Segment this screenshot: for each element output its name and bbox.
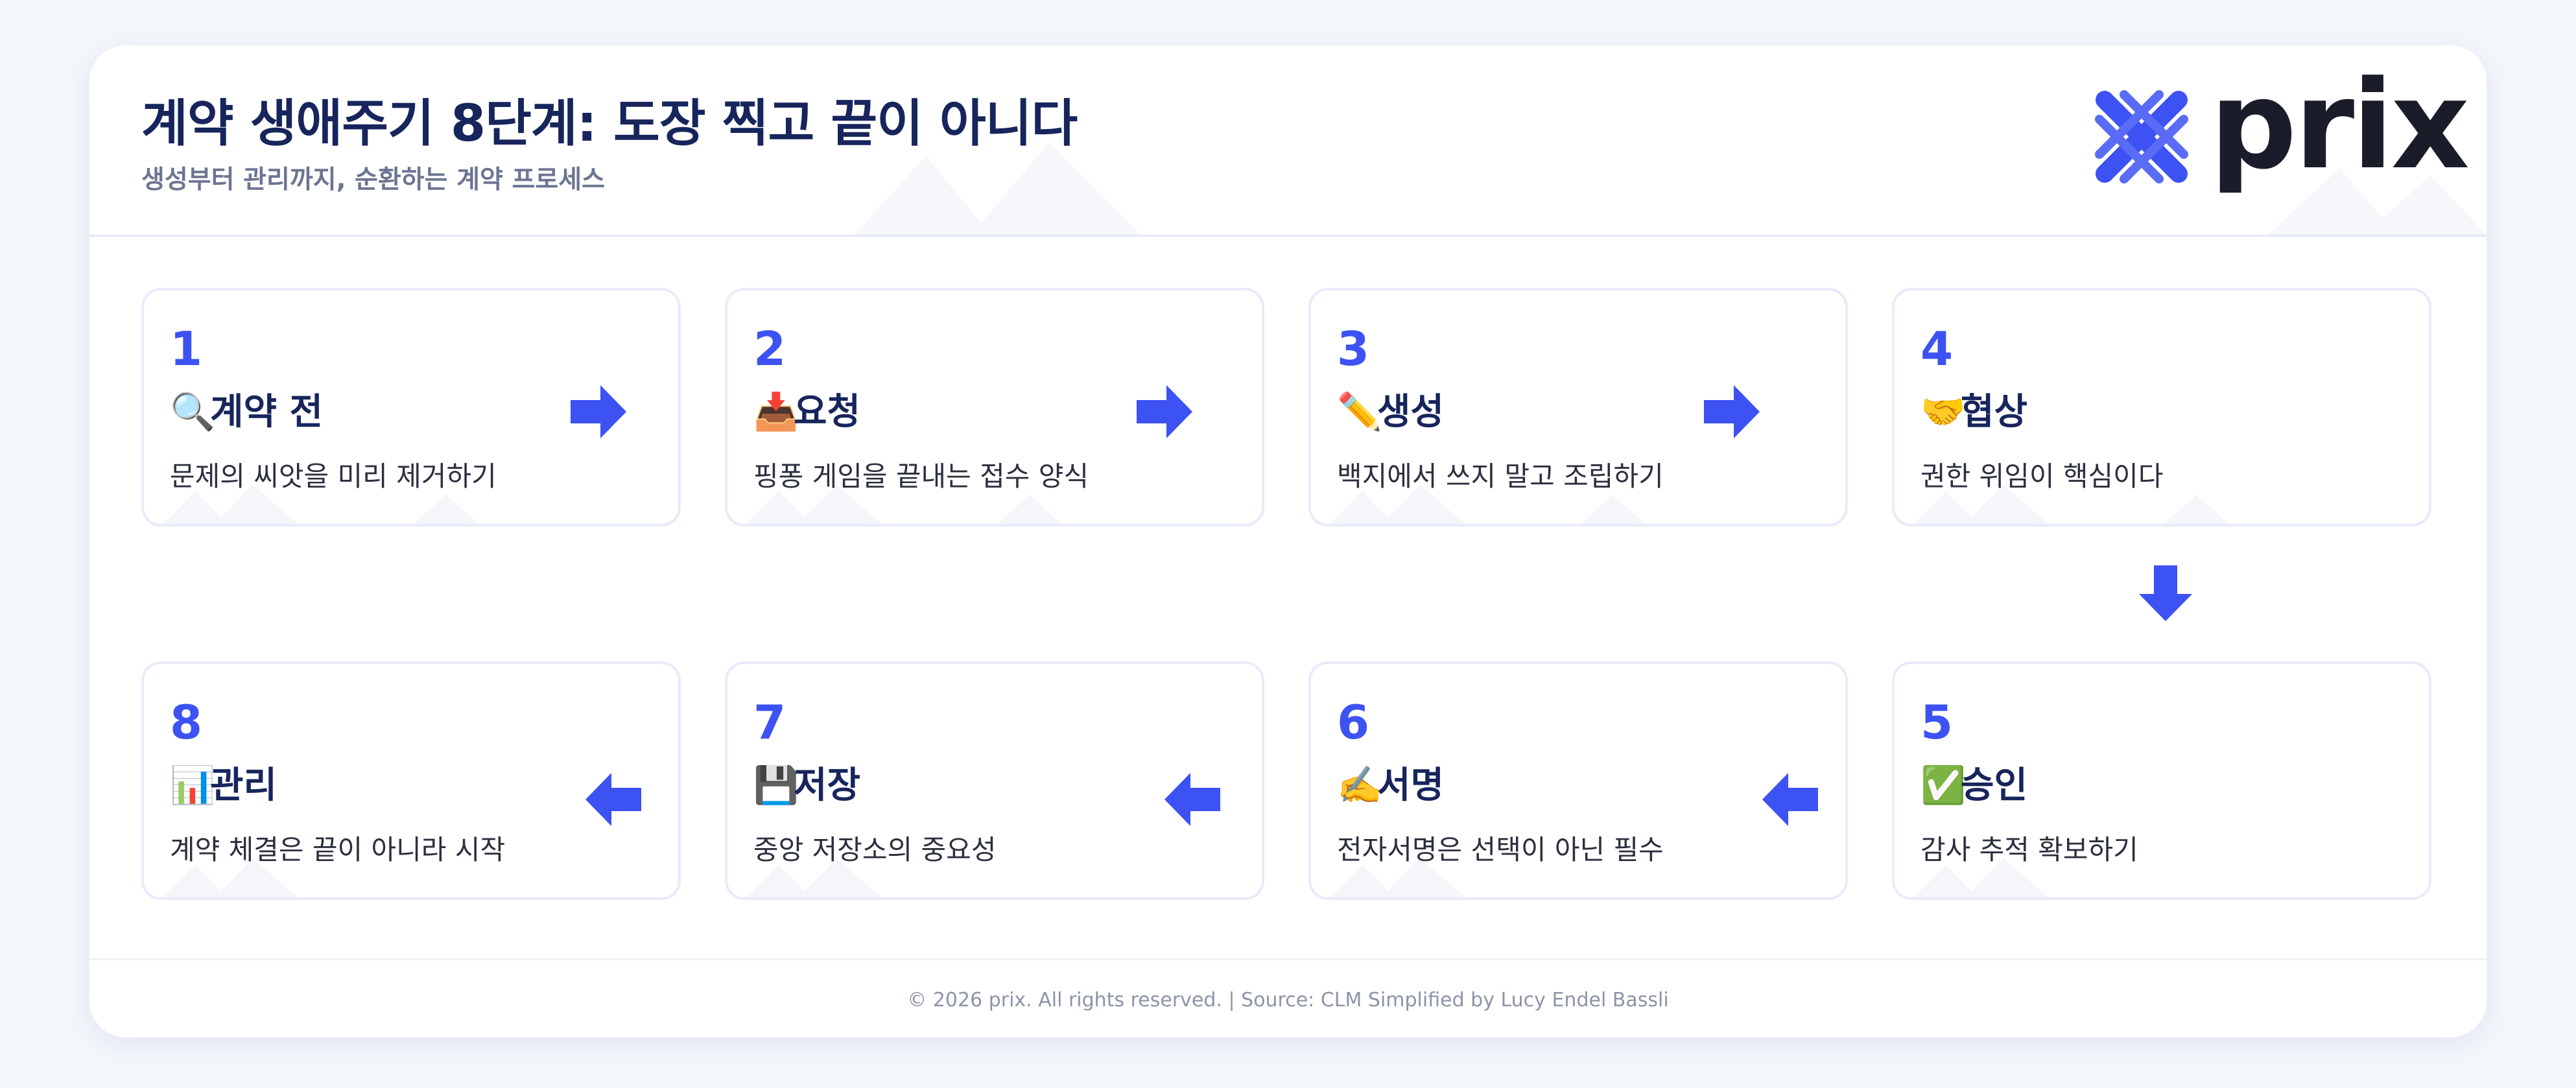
- magnifier-icon: 🔍: [170, 391, 215, 433]
- step-title-text: 계약 전: [210, 391, 324, 433]
- step-description: 백지에서 쓰지 말고 조립하기: [1337, 460, 1664, 492]
- arrow-right-icon: [571, 385, 626, 438]
- inbox-tray-icon: 📥: [753, 391, 799, 433]
- mountain-decoration: [163, 858, 298, 897]
- step-title: ✍️서명: [1337, 768, 1444, 804]
- arrow-down-icon: [2139, 565, 2192, 621]
- page-subtitle: 생성부터 관리까지, 순환하는 계약 프로세스: [141, 165, 605, 195]
- step-card-8: 8 📊관리 계약 체결은 끝이 아니라 시작: [141, 661, 681, 900]
- step-number: 1: [170, 322, 203, 376]
- floppy-disk-icon: 💾: [753, 764, 799, 807]
- step-title: 📥요청: [753, 394, 860, 431]
- step-title: ✏️생성: [1337, 394, 1444, 431]
- step-title-text: 협상: [1961, 391, 2028, 433]
- footer-text: © 2026 prix. All rights reserved. | Sour…: [907, 989, 1669, 1011]
- step-card-5: 5 ✅승인 감사 추적 확보하기: [1892, 661, 2431, 900]
- check-mark-icon: ✅: [1920, 764, 1966, 807]
- step-title-text: 관리: [210, 764, 278, 807]
- step-number: 2: [753, 322, 786, 376]
- step-title: ✅승인: [1920, 768, 2027, 804]
- step-card-3: 3 ✏️생성 백지에서 쓰지 말고 조립하기: [1308, 288, 1848, 526]
- step-title-text: 생성: [1377, 391, 1445, 433]
- writing-hand-icon: ✍️: [1337, 764, 1382, 807]
- step-description: 계약 체결은 끝이 아니라 시작: [170, 834, 506, 866]
- step-title: 🤝협상: [1920, 394, 2027, 431]
- step-description: 핑퐁 게임을 끝내는 접수 양식: [753, 460, 1089, 492]
- arrow-right-icon: [1704, 385, 1760, 438]
- bar-chart-icon: 📊: [170, 764, 215, 807]
- arrow-right-icon: [1137, 385, 1192, 438]
- infographic-card: 계약 생애주기 8단계: 도장 찍고 끝이 아니다 생성부터 관리까지, 순환하…: [89, 45, 2487, 1037]
- mountain-decoration: [163, 485, 478, 524]
- step-card-6: 6 ✍️서명 전자서명은 선택이 아닌 필수: [1308, 661, 1848, 900]
- mountain-decoration: [746, 858, 882, 897]
- mountain-decoration: [1913, 858, 2049, 897]
- step-title: 🔍계약 전: [170, 394, 323, 431]
- step-description: 문제의 씨앗을 미리 제거하기: [170, 460, 497, 492]
- step-number: 7: [753, 695, 786, 750]
- prix-logo: prix: [2086, 65, 2470, 196]
- step-title-text: 승인: [1961, 764, 2028, 807]
- mountain-decoration: [1330, 858, 1465, 897]
- prix-logo-mark: [2095, 90, 2188, 183]
- logo-text: prix: [2210, 54, 2470, 196]
- mountain-decoration: [746, 485, 1061, 524]
- step-description: 권한 위임이 핵심이다: [1920, 460, 2164, 492]
- mountain-decoration: [1913, 485, 2228, 524]
- step-title: 💾저장: [753, 768, 860, 804]
- step-card-7: 7 💾저장 중앙 저장소의 중요성: [725, 661, 1264, 900]
- step-number: 6: [1337, 695, 1370, 750]
- step-title-text: 요청: [794, 391, 861, 433]
- footer: © 2026 prix. All rights reserved. | Sour…: [89, 958, 2487, 1037]
- step-title-text: 서명: [1377, 764, 1445, 807]
- step-card-2: 2 📥요청 핑퐁 게임을 끝내는 접수 양식: [725, 288, 1264, 526]
- page-title: 계약 생애주기 8단계: 도장 찍고 끝이 아니다: [141, 95, 1078, 153]
- handshake-icon: 🤝: [1920, 391, 1966, 433]
- step-number: 8: [170, 695, 203, 750]
- step-number: 3: [1337, 322, 1370, 376]
- arrow-left-icon: [1762, 773, 1818, 826]
- pencil-icon: ✏️: [1337, 391, 1382, 433]
- step-title-text: 저장: [794, 764, 861, 807]
- step-description: 전자서명은 선택이 아닌 필수: [1337, 834, 1664, 866]
- header: 계약 생애주기 8단계: 도장 찍고 끝이 아니다 생성부터 관리까지, 순환하…: [89, 45, 2487, 237]
- step-card-4: 4 🤝협상 권한 위임이 핵심이다: [1892, 288, 2431, 526]
- step-number: 4: [1920, 322, 1954, 376]
- arrow-left-icon: [585, 773, 641, 826]
- step-number: 5: [1920, 695, 1954, 750]
- step-title: 📊관리: [170, 768, 277, 804]
- mountain-decoration: [1330, 485, 1645, 524]
- step-description: 중앙 저장소의 중요성: [753, 834, 997, 866]
- arrow-left-icon: [1164, 773, 1220, 826]
- step-description: 감사 추적 확보하기: [1920, 834, 2138, 866]
